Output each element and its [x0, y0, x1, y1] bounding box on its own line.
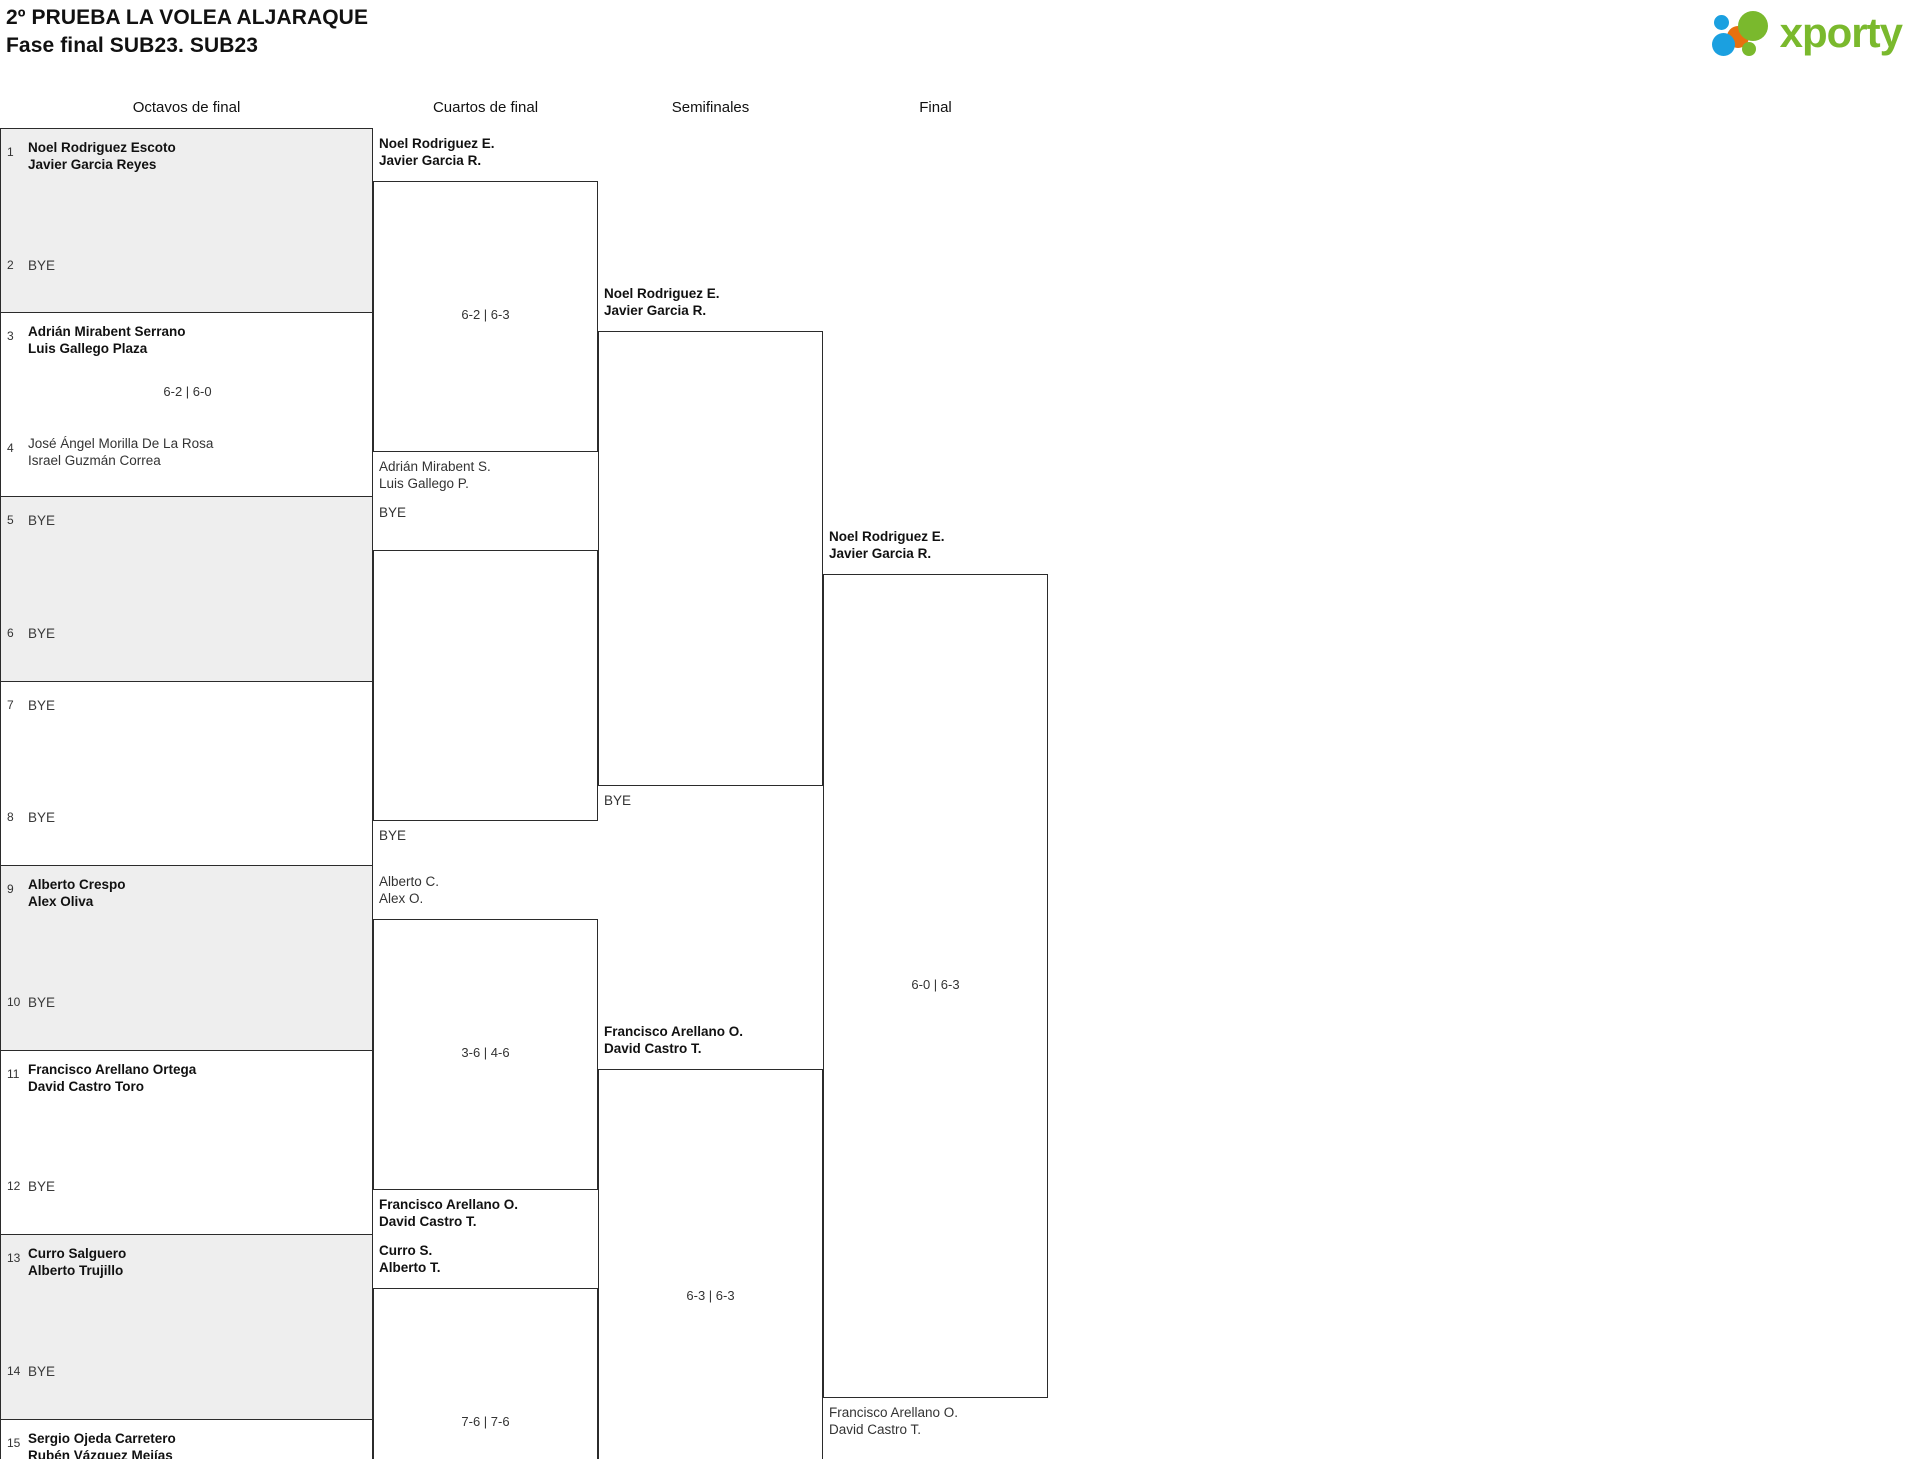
xporty-logo: xporty [1711, 7, 1903, 59]
round1-seed: 5 [7, 513, 14, 527]
round1-seed: 15 [7, 1435, 21, 1450]
round1-seed: 1 [7, 145, 14, 159]
logo-dot-blue-large-icon [1711, 33, 1735, 56]
round4-team-name: Noel Rodriguez E. [829, 528, 945, 544]
round2-team-name: Alberto T. [379, 1260, 441, 1275]
round-header-octavos: Octavos de final [132, 99, 241, 116]
round2-team-name: Luis Gallego P. [379, 475, 469, 491]
round2-team-name: Javier Garcia R. [379, 153, 482, 168]
round1-bye-label: BYE [28, 625, 56, 641]
round4-team-name: Javier Garcia R. [829, 545, 932, 561]
round1-bye-label: BYE [28, 257, 56, 273]
round1-seed: 9 [7, 882, 14, 896]
round3-team-name: Noel Rodriguez E. [604, 286, 720, 302]
round3-bye-label: BYE [604, 793, 632, 809]
round3-team-name: Javier Garcia R. [604, 303, 707, 319]
round1-seed: 11 [7, 1066, 20, 1081]
round2-bye-label: BYE [379, 827, 407, 843]
tournament-title-block: 2º PRUEBA LA VOLEA ALJARAQUE Fase final … [6, 4, 368, 60]
tournament-title: 2º PRUEBA LA VOLEA ALJARAQUE [6, 6, 369, 29]
round1-team-name: Alex Oliva [28, 894, 94, 909]
logo-wordmark: xporty [1779, 9, 1903, 56]
round1-bye-label: BYE [28, 1179, 56, 1194]
round2-team-name: Francisco Arellano O. [379, 1196, 519, 1212]
round1-team-name: David Castro Toro [28, 1078, 145, 1094]
round1-team-name: Curro Salguero [28, 1246, 127, 1261]
round1-bye-label: BYE [28, 1363, 56, 1379]
round2-bye-label: BYE [379, 505, 407, 520]
round1-seed: 3 [7, 328, 14, 343]
round3-match-box[interactable] [598, 331, 823, 787]
round1-bye-label: BYE [28, 513, 56, 528]
round1-bye-label: BYE [28, 810, 56, 825]
round4-team-name: David Castro T. [829, 1421, 922, 1437]
round1-seed: 2 [7, 257, 14, 272]
round2-score: 3-6 | 4-6 [461, 1045, 510, 1061]
round1-bye-label: BYE [28, 697, 56, 713]
logo-dot-blue-small-icon [1713, 15, 1729, 30]
logo-dot-green-small-icon [1741, 42, 1756, 56]
round1-bye-label: BYE [28, 994, 56, 1010]
round1-seed: 8 [7, 810, 14, 824]
round1-team-name: Javier Garcia Reyes [28, 157, 157, 172]
round1-team-name: Luis Gallego Plaza [28, 340, 148, 356]
round1-team-name: Alberto Trujillo [28, 1263, 124, 1278]
round2-match-box[interactable] [373, 181, 598, 452]
round3-team-name: Francisco Arellano O. [604, 1024, 744, 1040]
round2-team-name: Alex O. [379, 891, 424, 906]
logo-dots-icon [1711, 9, 1774, 57]
round1-team-name: Alberto Crespo [28, 877, 126, 892]
round1-team-name: Adrián Mirabent Serrano [28, 323, 186, 339]
round2-score: 7-6 | 7-6 [461, 1414, 510, 1430]
round3-score: 6-3 | 6-3 [686, 1287, 735, 1303]
round4-match-box[interactable] [823, 573, 1048, 1398]
round2-team-name: Alberto C. [379, 874, 440, 889]
round2-match-box[interactable] [373, 919, 598, 1190]
round1-seed: 4 [7, 441, 14, 455]
round1-score: 6-2 | 6-0 [163, 383, 212, 399]
round2-team-name: Curro S. [379, 1243, 433, 1258]
logo-dot-green-large-icon [1737, 11, 1768, 41]
round2-match-box[interactable] [373, 550, 598, 821]
round2-team-name: David Castro T. [379, 1213, 477, 1229]
round-header-cuartos: Cuartos de final [432, 99, 539, 116]
round1-seed: 12 [7, 1179, 21, 1193]
round1-seed: 10 [7, 994, 21, 1009]
round1-seed: 13 [7, 1251, 21, 1265]
tournament-subtitle: Fase final SUB23. SUB23 [6, 34, 259, 57]
round2-match-box[interactable] [373, 1288, 598, 1459]
round1-seed: 7 [7, 697, 14, 712]
round-header-semifinales: Semifinales [671, 99, 750, 116]
round1-team-name: Sergio Ojeda Carretero [28, 1430, 176, 1446]
round1-team-name: Israel Guzmán Correa [28, 453, 161, 468]
round1-team-name: Francisco Arellano Ortega [28, 1061, 197, 1077]
round4-team-name: Francisco Arellano O. [829, 1404, 959, 1420]
round1-team-name: Noel Rodriguez Escoto [28, 140, 176, 155]
round2-team-name: Noel Rodriguez E. [379, 136, 495, 151]
round3-match-box[interactable] [598, 1069, 823, 1459]
round2-team-name: Adrián Mirabent S. [379, 458, 491, 474]
round1-seed: 14 [7, 1363, 21, 1378]
round3-team-name: David Castro T. [604, 1041, 702, 1057]
round2-score: 6-2 | 6-3 [461, 307, 510, 323]
round-header-final: Final [919, 99, 952, 116]
round1-team-name: Rubén Vázquez Mejías [28, 1447, 173, 1459]
round1-seed: 6 [7, 625, 14, 640]
round1-team-name: José Ángel Morilla De La Rosa [28, 436, 214, 451]
round4-score: 6-0 | 6-3 [911, 976, 960, 992]
